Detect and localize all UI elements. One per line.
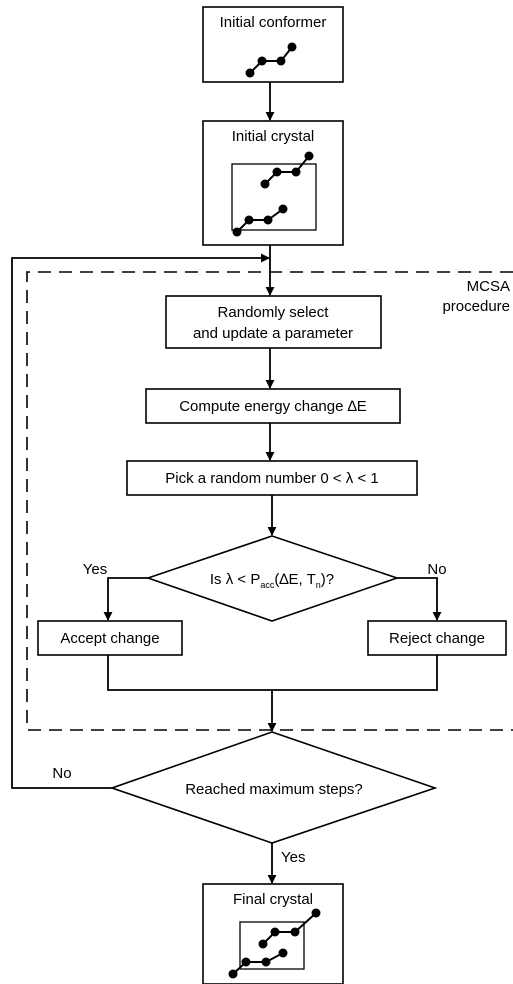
yes-down-label: Yes bbox=[281, 849, 305, 866]
max-steps-label: Reached maximum steps? bbox=[185, 781, 363, 798]
final-crystal-node: Final crystal bbox=[202, 883, 344, 984]
merge-connector bbox=[107, 655, 438, 691]
compute-energy-node: Compute energy change ∆E bbox=[145, 388, 401, 424]
final-crystal-molecule-icon bbox=[228, 908, 321, 979]
no-loop-label: No bbox=[52, 765, 71, 782]
no-branch-label: No bbox=[427, 561, 446, 578]
initial-conformer-node: Initial conformer bbox=[202, 6, 344, 83]
initial-conformer-label: Initial conformer bbox=[220, 14, 327, 31]
pick-random-node: Pick a random number 0 < λ < 1 bbox=[126, 460, 418, 496]
conformer-molecule-icon bbox=[245, 42, 297, 78]
accept-change-label: Accept change bbox=[60, 630, 159, 647]
compute-energy-label: Compute energy change ∆E bbox=[179, 398, 367, 415]
randomly-select-line2: and update a parameter bbox=[193, 325, 353, 342]
acceptance-decision-label: Is λ < Pacc(∆E, Tn)? bbox=[210, 571, 334, 590]
pick-random-label: Pick a random number 0 < λ < 1 bbox=[165, 470, 378, 487]
reject-change-node: Reject change bbox=[367, 620, 507, 656]
accept-change-node: Accept change bbox=[37, 620, 183, 656]
mcsa-label: MCSA bbox=[467, 278, 510, 295]
procedure-label: procedure bbox=[442, 298, 510, 315]
arrow-no-to-reject bbox=[397, 577, 442, 621]
randomly-select-node: Randomly select and update a parameter bbox=[165, 295, 382, 349]
final-unit-cell-icon bbox=[239, 921, 305, 970]
acceptance-decision-node: Is λ < Pacc(∆E, Tn)? bbox=[145, 535, 400, 622]
reject-change-label: Reject change bbox=[389, 630, 485, 647]
crystal-molecule-icon bbox=[232, 151, 314, 237]
unit-cell-icon bbox=[231, 163, 317, 231]
arrow-loop-back bbox=[11, 253, 270, 789]
initial-crystal-node: Initial crystal bbox=[202, 120, 344, 246]
max-steps-decision-node: Reached maximum steps? bbox=[109, 731, 438, 844]
yes-branch-label: Yes bbox=[83, 561, 107, 578]
initial-crystal-label: Initial crystal bbox=[232, 128, 315, 145]
arrow-yes-to-accept bbox=[103, 577, 148, 621]
final-crystal-label: Final crystal bbox=[233, 891, 313, 908]
randomly-select-line1: Randomly select bbox=[218, 304, 330, 321]
